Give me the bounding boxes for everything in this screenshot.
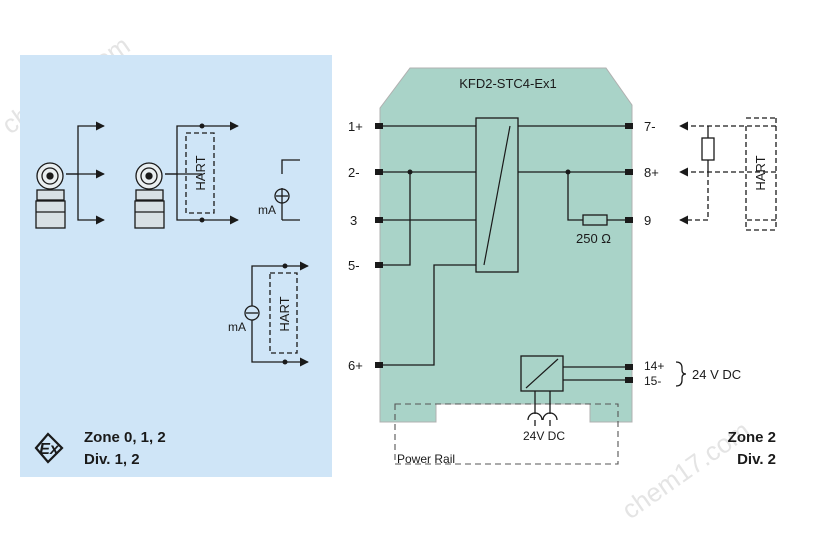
power-supply-block	[520, 355, 564, 392]
hart-label-safe: HART	[753, 155, 768, 190]
terminal-label-2: 2-	[348, 165, 360, 180]
hazardous-zone-line-2: Div. 1, 2	[84, 451, 140, 468]
transmitter-1	[35, 162, 66, 229]
hart-label-2: HART	[277, 296, 292, 331]
hazardous-zone-line-1: Zone 0, 1, 2	[84, 429, 166, 446]
terminal-label-1: 1+	[348, 119, 363, 134]
device-title: KFD2-STC4-Ex1	[459, 76, 557, 91]
transmitter-2	[134, 162, 165, 229]
supply-label: 24 V DC	[692, 367, 741, 382]
bottom-supply-label: 24V DC	[523, 429, 565, 443]
hart-label-1: HART	[193, 155, 208, 190]
power-rail-label: Power Rail	[397, 452, 455, 466]
isolator-block	[475, 117, 519, 273]
terminal-label-15: 15-	[644, 374, 661, 388]
resistor-label: 250 Ω	[576, 231, 611, 246]
safe-zone-line-1: Zone 2	[728, 429, 776, 446]
ma-label-1: mA	[258, 203, 276, 217]
terminal-label-14: 14+	[644, 359, 664, 373]
svg-text:Ex: Ex	[39, 441, 60, 458]
terminal-label-3: 3	[350, 213, 357, 228]
terminal-label-5: 5-	[348, 258, 360, 273]
terminal-label-8: 8+	[644, 165, 659, 180]
ex-symbol-icon: Ex	[34, 432, 64, 464]
safe-zone-line-2: Div. 2	[737, 451, 776, 468]
terminal-label-6: 6+	[348, 358, 363, 373]
supply-brace	[675, 361, 687, 387]
terminal-label-9: 9	[644, 213, 651, 228]
terminal-label-7: 7-	[644, 119, 656, 134]
power-rail-box	[394, 403, 619, 465]
device-housing	[379, 67, 633, 423]
ma-label-2: mA	[228, 320, 246, 334]
